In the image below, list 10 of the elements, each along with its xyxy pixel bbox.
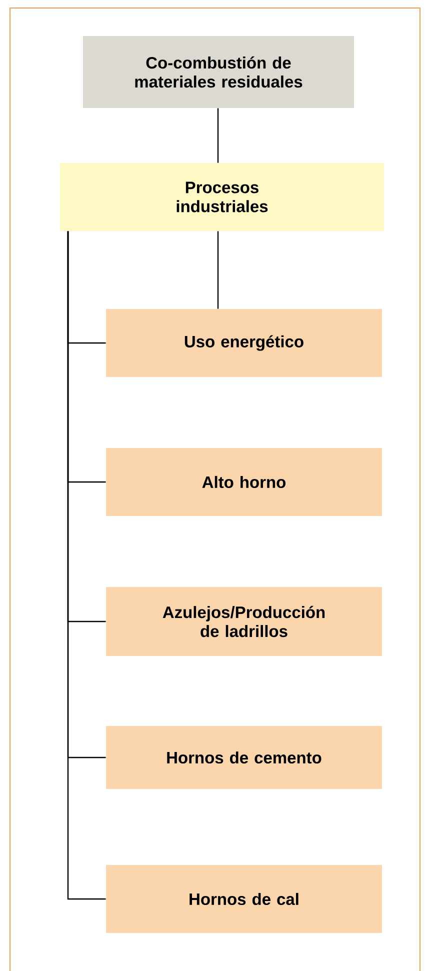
connector-line: [217, 231, 219, 309]
process-box: Hornos de cal: [106, 865, 382, 933]
process-box: Uso energético: [106, 309, 382, 377]
connector-line: [67, 231, 106, 900]
process-box: Azulejos/Producción de ladrillos: [106, 587, 382, 656]
connector-line: [217, 108, 219, 163]
process-box: Alto horno: [106, 448, 382, 516]
category-box: Procesos industriales: [60, 163, 384, 231]
process-box: Hornos de cemento: [106, 726, 382, 789]
heading-box: Co-combustión de materiales residuales: [83, 36, 354, 108]
